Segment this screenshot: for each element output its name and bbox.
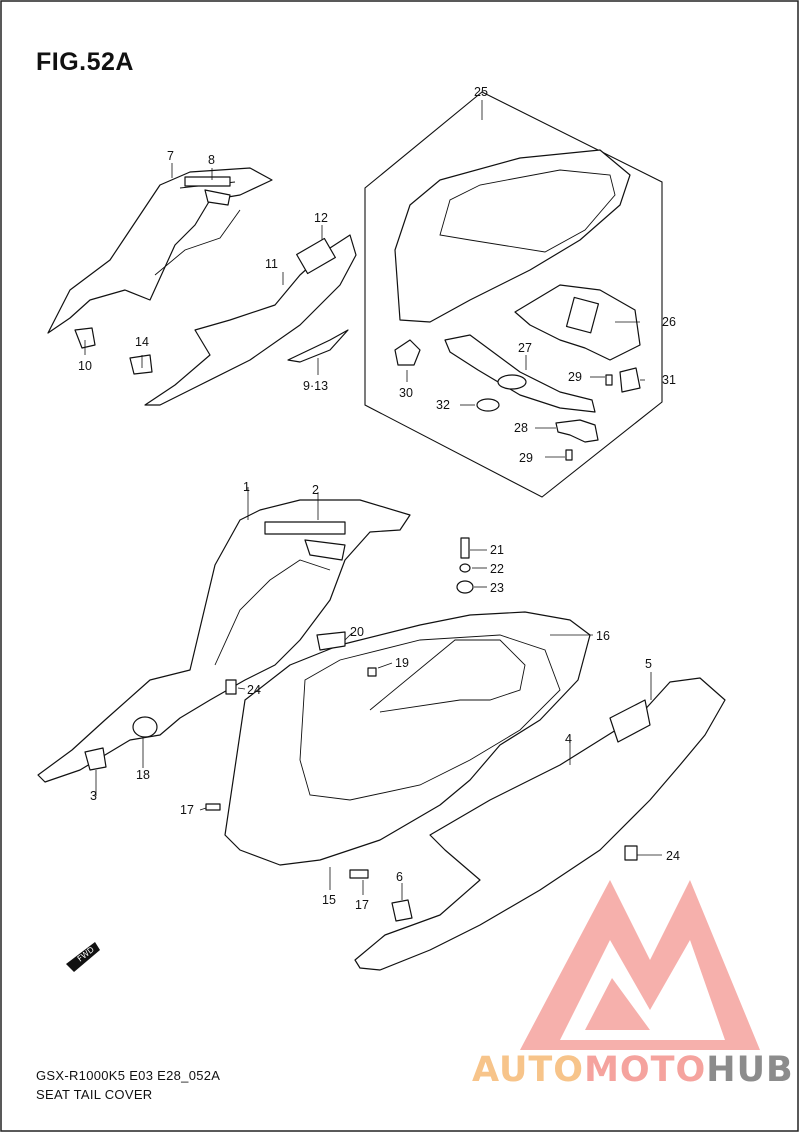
callout-8: 8 [208,153,215,167]
callout-29a: 29 [568,370,582,384]
callout-21: 21 [490,543,504,557]
figure-code: GSX-R1000K5 E03 E28_052A [36,1068,221,1083]
clip-10-shape [74,327,96,349]
callout-16: 16 [596,629,610,643]
clip-14-shape [129,354,153,375]
grommet-23-shape [456,580,474,594]
callout-17a: 17 [180,803,194,817]
callout-26: 26 [662,315,676,329]
callout-31: 31 [662,373,676,387]
watermark-hub: HUB [706,1050,794,1090]
callout-22: 22 [490,562,504,576]
callout-32: 32 [436,398,450,412]
callout-3: 3 [90,789,97,803]
callout-24b: 24 [666,849,680,863]
clip-24-shape-b [624,845,638,861]
callout-labels: 25 7 8 12 11 10 14 9·13 26 27 29 31 30 3… [78,85,680,912]
callout-25: 25 [474,85,488,99]
callout-17b: 17 [355,898,369,912]
rear-side-cover [354,677,726,971]
clip-24-shape-a [225,679,237,695]
screw-19-shape [367,667,377,677]
figure-name: SEAT TAIL COVER [36,1087,153,1102]
fwd-arrow-icon: FWD [66,942,100,972]
watermark-text: AUTOMOTOHUB [472,1050,794,1090]
emblem-shape [287,329,349,363]
callout-9-13: 9·13 [303,379,328,393]
seat-cowl-group-box [364,91,663,498]
callout-6: 6 [396,870,403,884]
watermark-moto: MOTO [584,1050,707,1090]
clip-3-shape [84,747,107,771]
watermark-auto: AUTO [472,1050,585,1090]
callout-28: 28 [514,421,528,435]
bolt-21-shape [460,537,470,559]
callout-20: 20 [350,625,364,639]
callout-2: 2 [312,483,319,497]
figure-title: FIG.52A [36,48,134,76]
callout-19: 19 [395,656,409,670]
tape-17-shape-a [205,803,221,811]
watermark-logo [520,880,760,1050]
callout-7: 7 [167,149,174,163]
tape-17-shape-b [349,869,369,879]
callout-24a: 24 [247,683,261,697]
callout-15: 15 [322,893,336,907]
callout-11: 11 [265,257,278,271]
callout-23: 23 [490,581,504,595]
callout-14: 14 [135,335,149,349]
seat-tail-cover-main [37,499,411,783]
seat-tail-side-cover-top [144,234,357,406]
callout-30: 30 [399,386,413,400]
callout-18: 18 [136,768,150,782]
callout-29b: 29 [519,451,533,465]
washer-22-shape [459,563,471,573]
leader-lines [84,100,662,900]
callout-1: 1 [243,480,250,494]
bracket-20-shape [316,631,346,651]
callout-4: 4 [565,732,572,746]
callout-12: 12 [314,211,328,225]
clip-6-shape [391,899,413,922]
callout-27: 27 [518,341,532,355]
callout-5: 5 [645,657,652,671]
grommet-18-shape [132,716,158,738]
rear-cover-small [47,167,273,334]
callout-10: 10 [78,359,92,373]
